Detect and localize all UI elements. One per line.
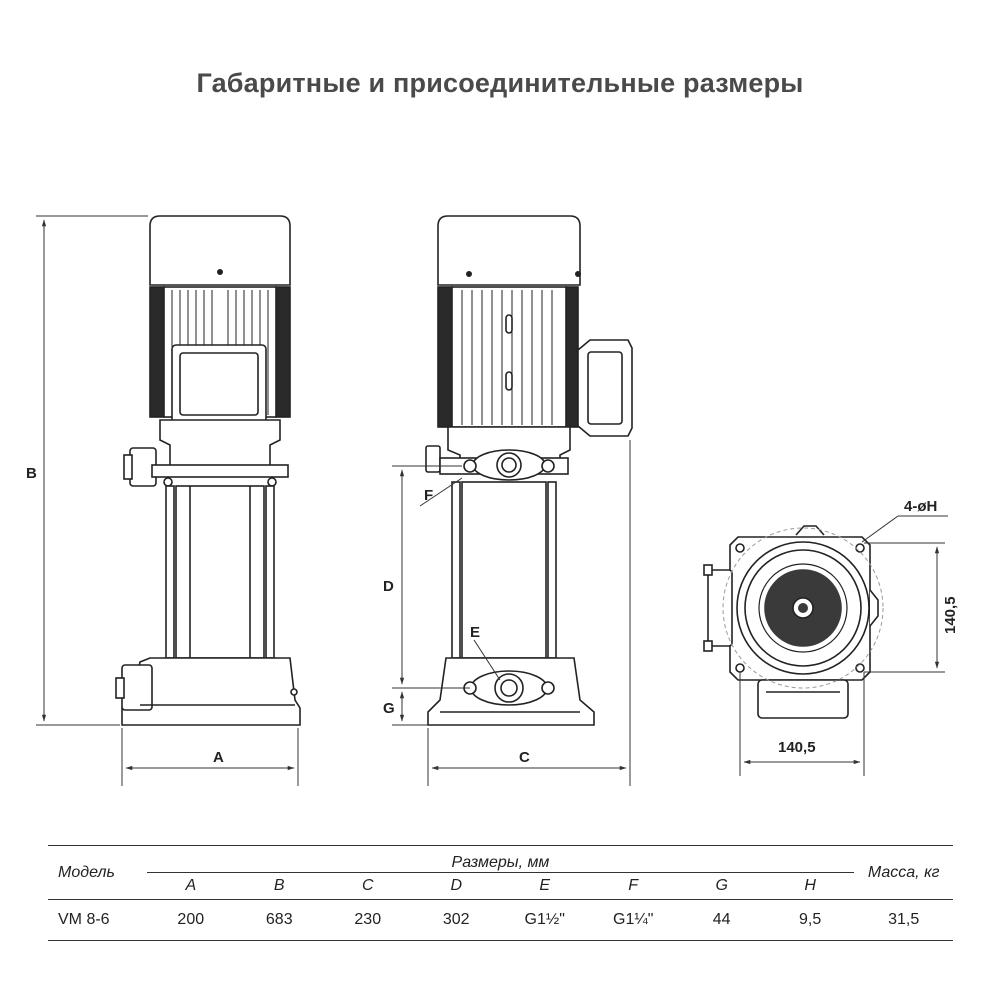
dimension-d: [392, 465, 470, 689]
table-cell: 44: [677, 899, 766, 941]
pump-top-view: [703, 525, 879, 719]
dim-label-e: E: [470, 624, 480, 641]
mass-cell: 31,5: [854, 899, 953, 941]
mass-header: Масса, кг: [854, 845, 953, 900]
dimension-g: [392, 691, 428, 726]
dimension-b: [36, 215, 148, 726]
table-row: VM 8-6 200 683 230 302 G1½" G1¼" 44 9,5 …: [48, 899, 953, 941]
model-header: Модель: [48, 845, 147, 900]
dim-label-c: C: [519, 749, 530, 766]
leader-e: [473, 639, 501, 681]
dim-label-f: F: [424, 487, 433, 504]
page-title: Габаритные и присоединительные размеры: [196, 68, 804, 98]
table-cell: 230: [323, 899, 412, 941]
column-header: F: [588, 872, 678, 900]
pump-front-view: [115, 215, 301, 726]
dimension-c: [427, 440, 631, 786]
pump-dimension-drawing: B A: [26, 215, 959, 786]
dim-label-width-side: 140,5: [942, 596, 959, 634]
column-header: B: [235, 872, 324, 900]
dimension-width-bottom: [739, 672, 865, 776]
dimension-width-side: [864, 542, 945, 673]
table-cell: 683: [235, 899, 324, 941]
column-header: D: [411, 872, 501, 900]
dimension-a: [121, 728, 299, 786]
dim-label-a: A: [213, 749, 224, 766]
leader-hole: [861, 515, 948, 543]
dimensions-header: Размеры, мм: [146, 845, 855, 873]
specifications-table: Модель Размеры, мм Масса, кг A B C D E F…: [48, 845, 953, 941]
leader-f: [419, 477, 463, 507]
pitch-circle: [722, 527, 884, 689]
column-header: H: [765, 872, 855, 900]
table-cell: 302: [411, 899, 501, 941]
model-cell: VM 8-6: [48, 899, 147, 941]
dim-label-b: B: [26, 465, 37, 482]
dim-label-width-bottom: 140,5: [778, 739, 816, 756]
table-cell: G1½": [500, 899, 589, 941]
dim-label-g: G: [383, 700, 395, 717]
dim-label-hole: 4-øH: [904, 498, 937, 515]
table-cell: G1¼": [588, 899, 678, 941]
pump-side-view: [425, 215, 633, 726]
column-header: G: [677, 872, 766, 900]
dim-label-d: D: [383, 578, 394, 595]
column-header: E: [500, 872, 589, 900]
column-header: C: [323, 872, 412, 900]
column-header: A: [146, 872, 236, 900]
table-cell: 200: [146, 899, 236, 941]
table-cell: 9,5: [765, 899, 855, 941]
